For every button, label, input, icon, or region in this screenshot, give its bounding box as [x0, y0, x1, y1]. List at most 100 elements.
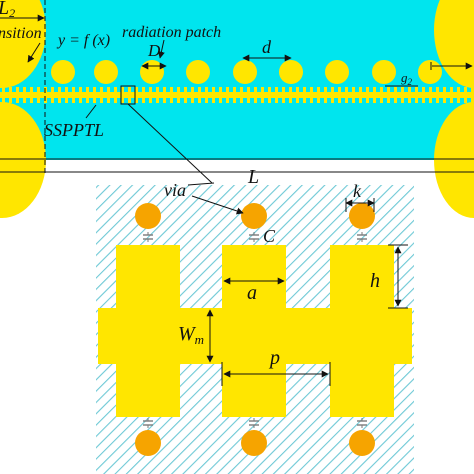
ssppt-tooth — [121, 87, 124, 103]
transition-patch-bottom-right — [434, 102, 474, 218]
ssppt-tooth — [359, 87, 362, 103]
label-transition: nsition — [0, 25, 42, 42]
ssppt-tooth — [408, 87, 411, 103]
via-top — [135, 203, 161, 229]
transition-patch-top-left — [0, 0, 46, 88]
label-radiation-patch: radiation patch — [122, 24, 221, 41]
ssppt-tooth — [310, 87, 313, 103]
label-L: L — [247, 166, 259, 188]
ssppt-tooth — [345, 87, 348, 103]
ssppt-tooth — [149, 87, 152, 103]
ssppt-tooth — [289, 87, 292, 103]
ssppt-tooth — [191, 87, 194, 103]
ssppt-tooth — [212, 87, 215, 103]
label-p: p — [268, 347, 280, 369]
ssppt-tooth — [135, 87, 138, 103]
ssppt-tooth — [464, 87, 467, 103]
ssppt-tooth — [443, 87, 446, 103]
label-l2: L2 — [0, 0, 15, 20]
ssppt-tooth — [457, 87, 460, 103]
ssppt-tooth — [233, 87, 236, 103]
strip-cell-2 — [222, 245, 286, 417]
via-top — [349, 203, 375, 229]
radiation-patch — [51, 60, 75, 84]
ssppt-tooth — [128, 87, 131, 103]
ssppt-tooth — [436, 87, 439, 103]
ssppt-tooth — [268, 87, 271, 103]
via-bottom — [135, 430, 161, 456]
ssppt-tooth — [296, 87, 299, 103]
radiation-patch — [372, 60, 396, 84]
ssppt-tooth — [240, 87, 243, 103]
ssppt-tooth — [44, 87, 47, 103]
via-bottom — [241, 430, 267, 456]
ssppt-tooth — [387, 87, 390, 103]
ssppt-tooth — [205, 87, 208, 103]
transition-patch-bottom-left — [0, 102, 46, 218]
ssppt-tooth — [142, 87, 145, 103]
ssppt-tooth — [338, 87, 341, 103]
radiation-patch — [418, 60, 442, 84]
ssppt-tooth — [282, 87, 285, 103]
ssppt-tooth — [93, 87, 96, 103]
label-via: via — [164, 180, 186, 200]
ssppt-tooth — [114, 87, 117, 103]
radiation-patch — [233, 60, 257, 84]
ssppt-tooth — [380, 87, 383, 103]
ssppt-tooth — [247, 87, 250, 103]
ssppt-tooth — [156, 87, 159, 103]
radiation-patch — [140, 60, 164, 84]
ssppt-tooth — [275, 87, 278, 103]
ssppt-tooth — [79, 87, 82, 103]
ssppt-tooth — [415, 87, 418, 103]
ssppt-tooth — [366, 87, 369, 103]
ssppt-tooth — [163, 87, 166, 103]
label-D: D — [147, 41, 161, 60]
strip-cell-1 — [116, 245, 180, 417]
vias — [135, 203, 375, 456]
ssppt-tooth — [401, 87, 404, 103]
ssppt-tooth — [471, 87, 474, 103]
radiation-patch — [186, 60, 210, 84]
ssppt-tooth — [177, 87, 180, 103]
ssppt-tooth — [184, 87, 187, 103]
label-C: C — [263, 226, 276, 246]
radiation-patches — [51, 60, 442, 84]
via-top — [241, 203, 267, 229]
ssppt-tooth — [58, 87, 61, 103]
ssppt-core — [0, 92, 474, 98]
ssppt-tooth — [30, 87, 33, 103]
label-ssppt: SSPPTL — [44, 120, 104, 140]
ssppt-tooth — [373, 87, 376, 103]
ssppt-tooth — [198, 87, 201, 103]
ssppt-tooth — [16, 87, 19, 103]
ssppt-tooth — [394, 87, 397, 103]
ssppt-tooth — [72, 87, 75, 103]
ssppt-tooth — [37, 87, 40, 103]
ssppt-tooth — [352, 87, 355, 103]
ssppt-tooth — [107, 87, 110, 103]
radiation-patch — [279, 60, 303, 84]
ssppt-tooth — [331, 87, 334, 103]
label-h: h — [370, 270, 380, 292]
label-d: d — [262, 37, 272, 57]
ssppt-tooth — [219, 87, 222, 103]
ssppt-tooth — [254, 87, 257, 103]
ssppt-tooth — [23, 87, 26, 103]
ssppt-tooth — [261, 87, 264, 103]
ssppt-tooth — [324, 87, 327, 103]
ssppt-tooth — [2, 87, 5, 103]
ssppt-line — [0, 87, 474, 103]
via-leader — [191, 195, 244, 215]
label-wm: Wm — [178, 323, 204, 347]
label-a: a — [247, 282, 257, 304]
ssppt-tooth — [9, 87, 12, 103]
ssppt-tooth — [51, 87, 54, 103]
radiation-patch — [94, 60, 118, 84]
ssppt-tooth — [317, 87, 320, 103]
top-panel: L2 nsition y = f (x) radiation patch D d… — [0, 0, 474, 218]
ssppt-tooth — [170, 87, 173, 103]
label-curve-equation: y = f (x) — [56, 32, 110, 49]
strip-cell-3 — [330, 245, 394, 417]
